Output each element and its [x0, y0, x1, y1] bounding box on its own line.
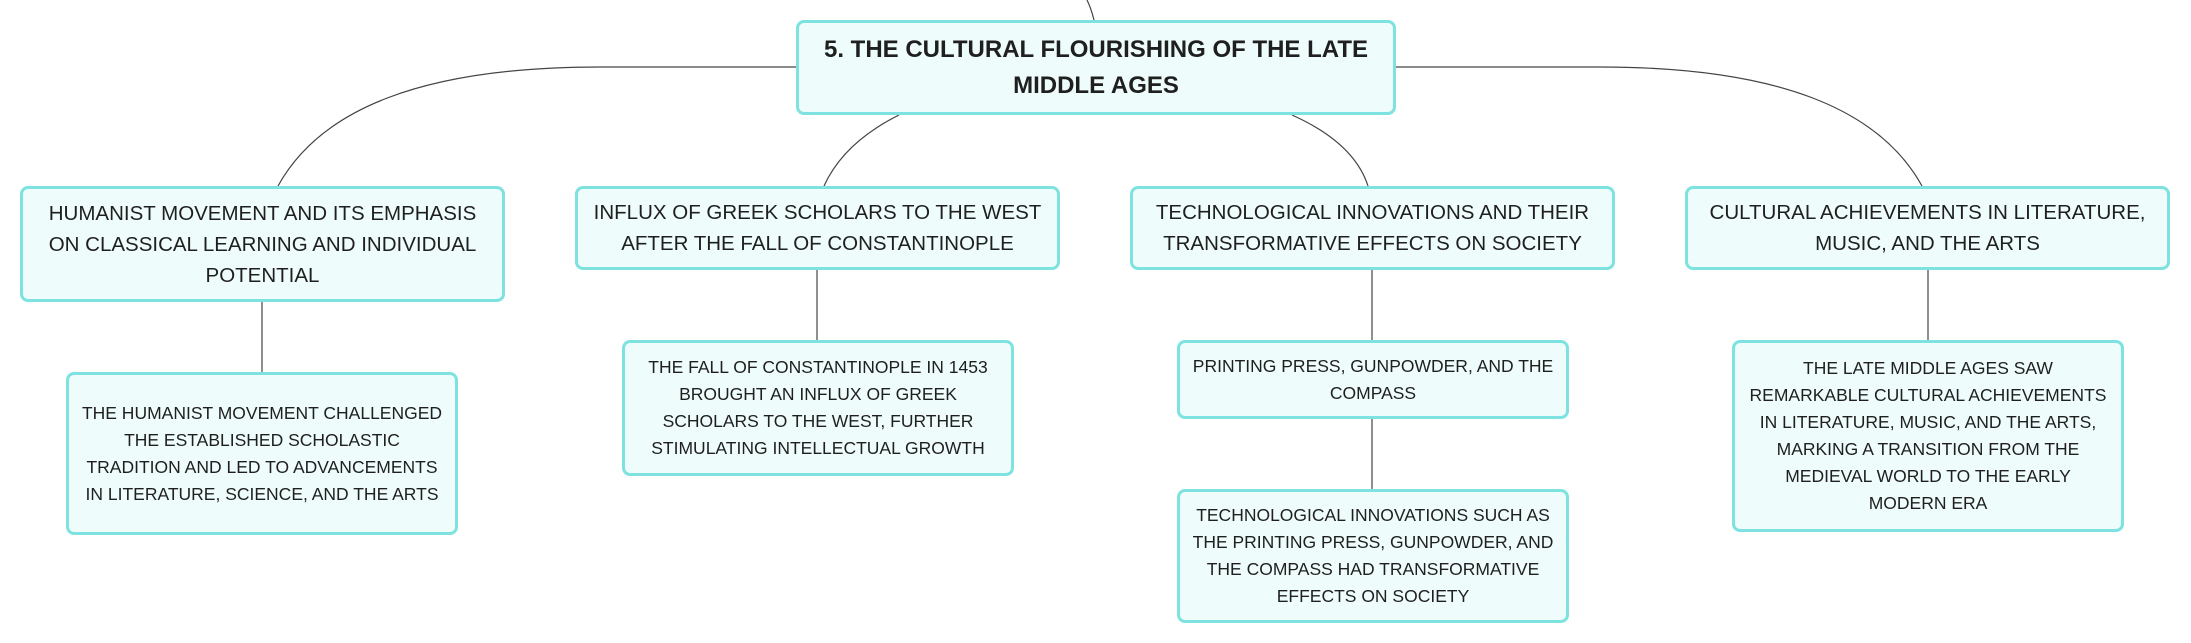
connector-root-branch-3 [1291, 114, 1369, 187]
subtopic-fall-of-constantinople[interactable]: THE FALL OF CONSTANTINOPLE IN 1453 BROUG… [622, 340, 1014, 476]
subtopic-printing-press-label: PRINTING PRESS, GUNPOWDER, AND THE COMPA… [1192, 355, 1554, 403]
connector-root-branch-2 [823, 114, 900, 187]
branch-technological-innovations[interactable]: TECHNOLOGICAL INNOVATIONS AND THEIR TRAN… [1130, 186, 1615, 270]
branch-technological-innovations-label: TECHNOLOGICAL INNOVATIONS AND THEIR TRAN… [1155, 201, 1590, 255]
subtopic-transformative-effects[interactable]: TECHNOLOGICAL INNOVATIONS SUCH AS THE PR… [1177, 489, 1569, 623]
branch-humanist-movement[interactable]: HUMANIST MOVEMENT AND ITS EMPHASIS ON CL… [20, 186, 505, 302]
connector-root-branch-1 [277, 66, 796, 187]
branch-humanist-movement-label: HUMANIST MOVEMENT AND ITS EMPHASIS ON CL… [48, 201, 477, 287]
branch-cultural-achievements[interactable]: CULTURAL ACHIEVEMENTS IN LITERATURE, MUS… [1685, 186, 2170, 270]
subtopic-cultural-transition[interactable]: THE LATE MIDDLE AGES SAW REMARKABLE CULT… [1732, 340, 2124, 532]
subtopic-humanist-challenge[interactable]: THE HUMANIST MOVEMENT CHALLENGED THE EST… [66, 372, 458, 535]
subtopic-transformative-effects-label: TECHNOLOGICAL INNOVATIONS SUCH AS THE PR… [1192, 505, 1554, 606]
branch-greek-scholars[interactable]: INFLUX OF GREEK SCHOLARS TO THE WEST AFT… [575, 186, 1060, 270]
root-topic[interactable]: 5. THE CULTURAL FLOURISHING OF THE LATE … [796, 20, 1396, 115]
root-topic-label: 5. THE CULTURAL FLOURISHING OF THE LATE … [824, 35, 1368, 99]
connector-root-branch-4 [1396, 66, 1923, 187]
subtopic-printing-press[interactable]: PRINTING PRESS, GUNPOWDER, AND THE COMPA… [1177, 340, 1569, 419]
branch-greek-scholars-label: INFLUX OF GREEK SCHOLARS TO THE WEST AFT… [593, 201, 1042, 255]
branch-cultural-achievements-label: CULTURAL ACHIEVEMENTS IN LITERATURE, MUS… [1709, 201, 2146, 255]
subtopic-cultural-transition-label: THE LATE MIDDLE AGES SAW REMARKABLE CULT… [1749, 358, 2107, 513]
connector-root-incoming [1086, 0, 1095, 21]
subtopic-fall-of-constantinople-label: THE FALL OF CONSTANTINOPLE IN 1453 BROUG… [648, 357, 988, 458]
subtopic-humanist-challenge-label: THE HUMANIST MOVEMENT CHALLENGED THE EST… [81, 402, 443, 504]
